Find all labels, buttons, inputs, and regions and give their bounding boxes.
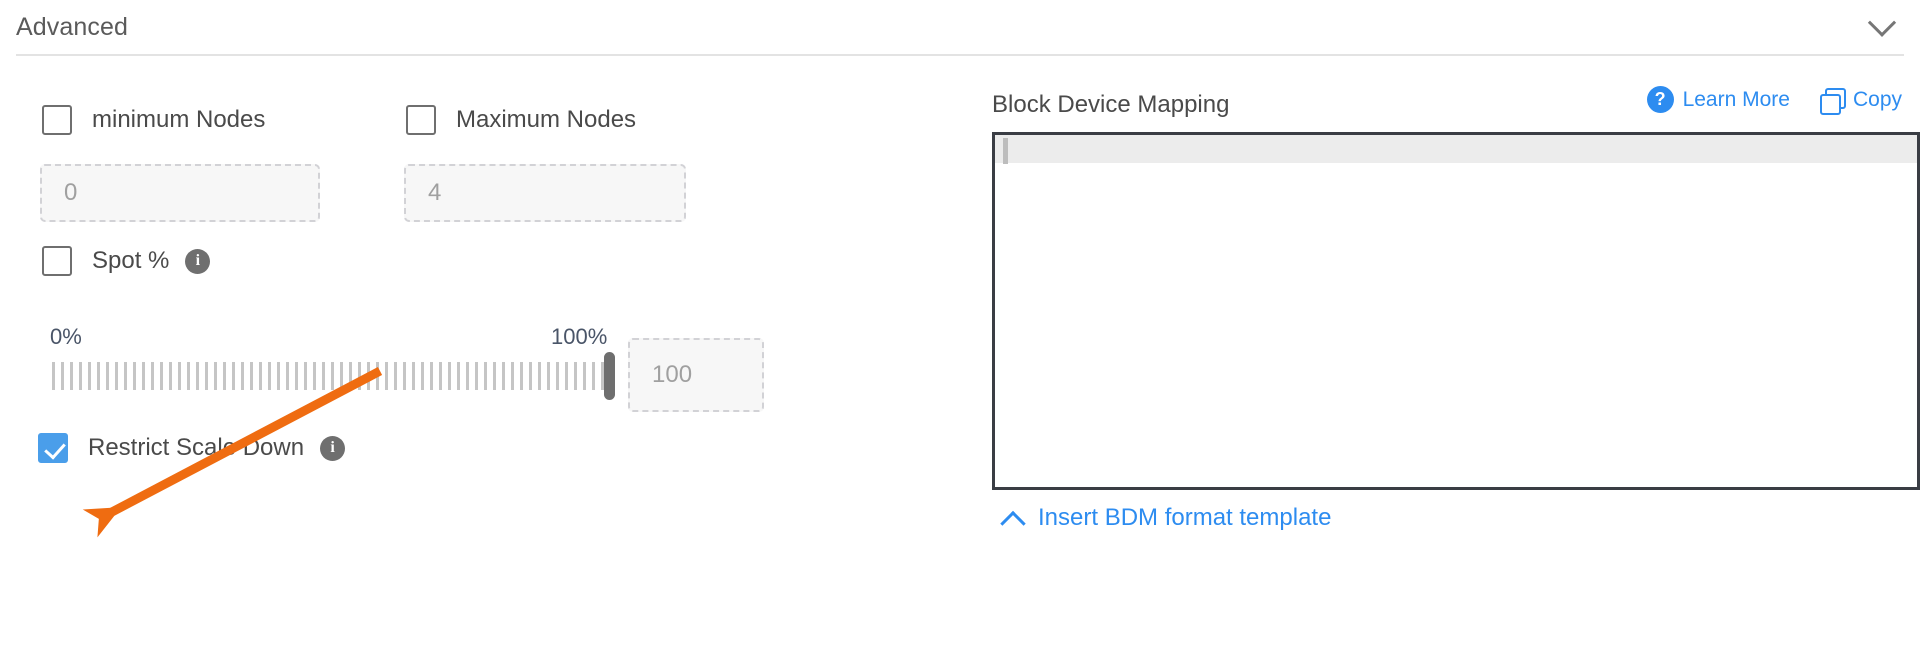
spot-percent-value-input[interactable]: 100 [628,338,764,412]
question-circle-icon: ? [1646,86,1674,113]
section-header: Advanced [0,0,1920,54]
editor-active-line [995,135,1917,163]
restrict-scale-down-row: Restrict Scale Down i [38,433,346,463]
minimum-nodes-row: minimum Nodes [42,105,265,135]
spot-percent-label: Spot % [92,247,170,274]
slider-max-label: 100% [551,324,608,349]
right-column: Block Device Mapping ? Learn More Copy I… [992,60,1920,656]
spot-percent-checkbox[interactable] [42,246,72,276]
block-device-mapping-actions: ? Learn More Copy [1646,86,1902,115]
learn-more-link[interactable]: ? Learn More [1646,86,1790,113]
block-device-mapping-title: Block Device Mapping [992,91,1230,118]
copy-button[interactable]: Copy [1819,87,1902,115]
maximum-nodes-input[interactable]: 4 [404,164,686,222]
chevron-down-icon [1867,8,1897,37]
slider-min-label: 0% [50,324,82,349]
block-device-mapping-editor[interactable] [992,132,1920,490]
spot-percent-info-icon[interactable]: i [185,248,211,274]
maximum-nodes-checkbox[interactable] [406,105,436,135]
spot-percent-row: Spot % i [42,246,211,276]
restrict-scale-down-info-icon[interactable]: i [320,435,346,461]
editor-caret [1003,138,1008,164]
page-title: Advanced [16,12,128,41]
maximum-nodes-label: Maximum Nodes [456,106,637,133]
minimum-nodes-label: minimum Nodes [92,106,266,133]
left-column: minimum Nodes 0 Maximum Nodes 4 Spot % i… [0,60,960,656]
minimum-nodes-input[interactable]: 0 [40,164,320,222]
header-divider [16,54,1904,56]
spot-percent-slider-thumb[interactable] [604,352,615,400]
copy-icon [1819,87,1846,115]
maximum-nodes-row: Maximum Nodes [406,105,636,135]
block-device-mapping-header: Block Device Mapping [992,88,1920,122]
restrict-scale-down-checkbox[interactable] [38,433,68,463]
learn-more-label: Learn More [1682,87,1790,111]
collapse-section-button[interactable] [1858,7,1906,47]
insert-bdm-template-link[interactable]: Insert BDM format template [1000,504,1332,537]
restrict-scale-down-label: Restrict Scale Down [88,434,305,461]
chevron-up-icon [1000,510,1026,537]
copy-label: Copy [1852,87,1902,111]
spot-percent-slider-track[interactable] [52,362,614,390]
minimum-nodes-checkbox[interactable] [42,105,72,135]
insert-bdm-template-label: Insert BDM format template [1038,504,1332,531]
